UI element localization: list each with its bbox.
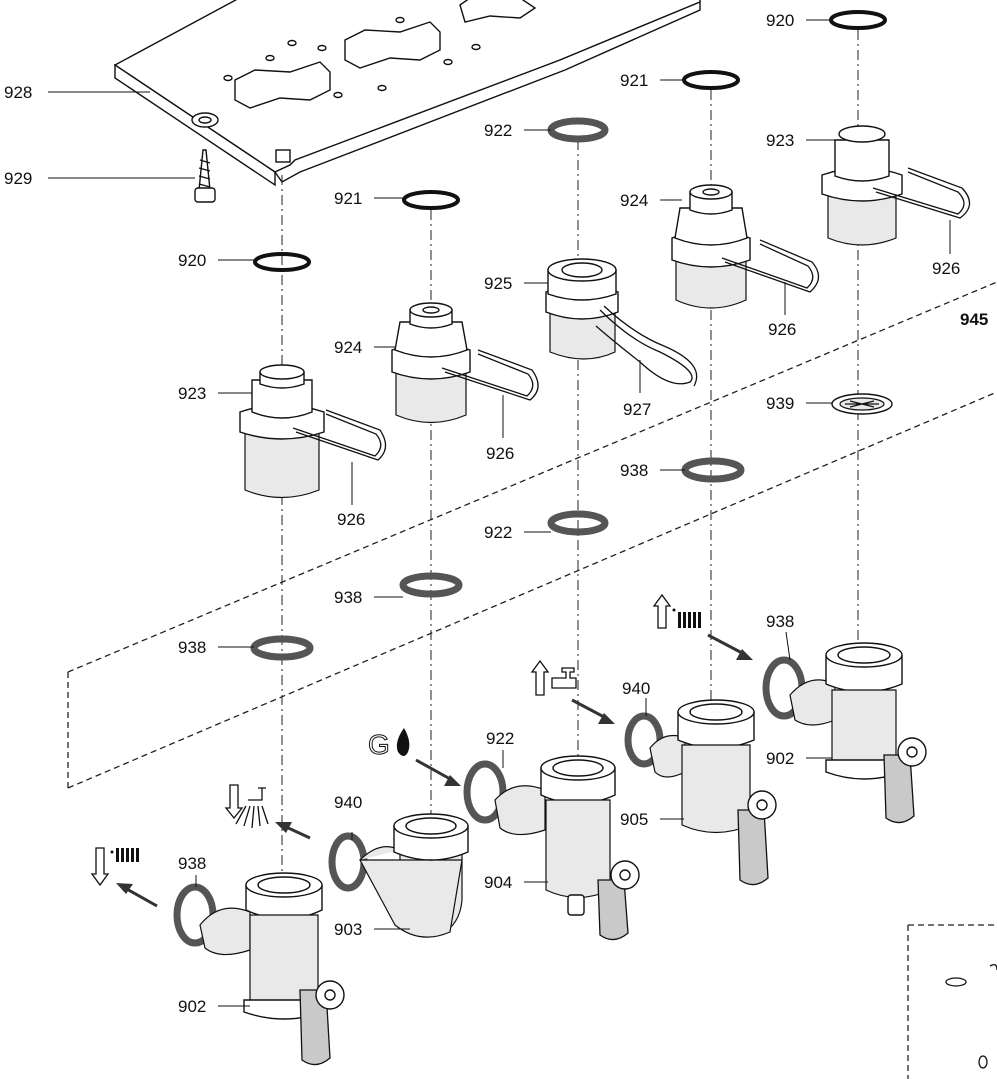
label-903: 903	[334, 920, 362, 939]
valve-904	[463, 755, 640, 941]
assembly-group-boundary	[67, 281, 997, 1079]
label-921-left: 921	[334, 189, 362, 208]
ring-920-left	[253, 252, 311, 272]
label-923-left: 923	[178, 384, 206, 403]
part-labels: 928 929 920 923 926 938 921 924 926 938 …	[4, 11, 988, 1016]
label-939: 939	[766, 394, 794, 413]
cold-water-shower-icon	[224, 784, 269, 829]
fitting-925	[545, 258, 619, 360]
ring-921-right	[682, 70, 740, 90]
clip-926-middle	[441, 349, 539, 401]
label-938-bottom-left: 938	[178, 854, 206, 873]
screw-929	[194, 149, 216, 203]
partial-detail-group	[945, 964, 997, 1069]
label-928: 928	[4, 83, 32, 102]
valve-905	[624, 699, 777, 886]
leader-lines	[48, 19, 951, 1007]
label-920-left: 920	[178, 251, 206, 270]
flow-arrows	[116, 633, 753, 908]
label-920-right: 920	[766, 11, 794, 30]
label-902-left: 902	[178, 997, 206, 1016]
label-924-right: 924	[620, 191, 648, 210]
clip-927	[595, 305, 698, 387]
label-929: 929	[4, 169, 32, 188]
label-921-right: 921	[620, 71, 648, 90]
label-926-left: 926	[337, 510, 365, 529]
washer-938-middle	[399, 572, 463, 598]
washer-922-lower	[547, 510, 609, 536]
label-927: 927	[623, 400, 651, 419]
valve-902-right	[762, 642, 927, 824]
label-926-middle: 926	[486, 444, 514, 463]
fitting-923-left	[239, 364, 325, 499]
label-902-right: 902	[766, 749, 794, 768]
label-940-right: 940	[622, 679, 650, 698]
washer-938-left	[250, 635, 314, 661]
ring-920-right	[829, 10, 887, 30]
washer-938-right	[681, 457, 745, 483]
mounting-plate	[113, 0, 701, 187]
label-926-right: 926	[768, 320, 796, 339]
label-923-right: 923	[766, 131, 794, 150]
label-922-top: 922	[484, 121, 512, 140]
washer-922-top	[547, 117, 609, 143]
clip-926-left	[292, 409, 387, 461]
hot-water-tap-icon	[530, 659, 577, 696]
heating-return-down-icon	[90, 847, 139, 887]
label-926-far-right: 926	[932, 259, 960, 278]
label-905: 905	[620, 810, 648, 829]
clip-926-right	[721, 239, 820, 293]
heating-flow-up-icon	[652, 593, 701, 629]
label-925: 925	[484, 274, 512, 293]
elbow-903	[328, 813, 469, 938]
fitting-924-right	[671, 184, 751, 309]
gas-symbol: G	[368, 728, 410, 761]
label-922-bottom: 922	[486, 729, 514, 748]
label-940-left: 940	[334, 793, 362, 812]
filter-939	[831, 393, 893, 415]
fitting-924-left	[391, 302, 471, 424]
label-924-left: 924	[334, 338, 362, 357]
clip-926-far-right	[872, 167, 971, 219]
gas-flame-icon	[396, 728, 410, 756]
ring-921-left	[402, 190, 460, 210]
label-904: 904	[484, 873, 512, 892]
label-938-far-right: 938	[766, 612, 794, 631]
label-938-right: 938	[620, 461, 648, 480]
label-945: 945	[960, 310, 988, 329]
label-938-middle: 938	[334, 588, 362, 607]
gas-letter: G	[368, 729, 390, 760]
label-922-middle: 922	[484, 523, 512, 542]
valve-902-left	[173, 872, 345, 1066]
fitting-923-right	[821, 125, 903, 246]
label-938-left: 938	[178, 638, 206, 657]
